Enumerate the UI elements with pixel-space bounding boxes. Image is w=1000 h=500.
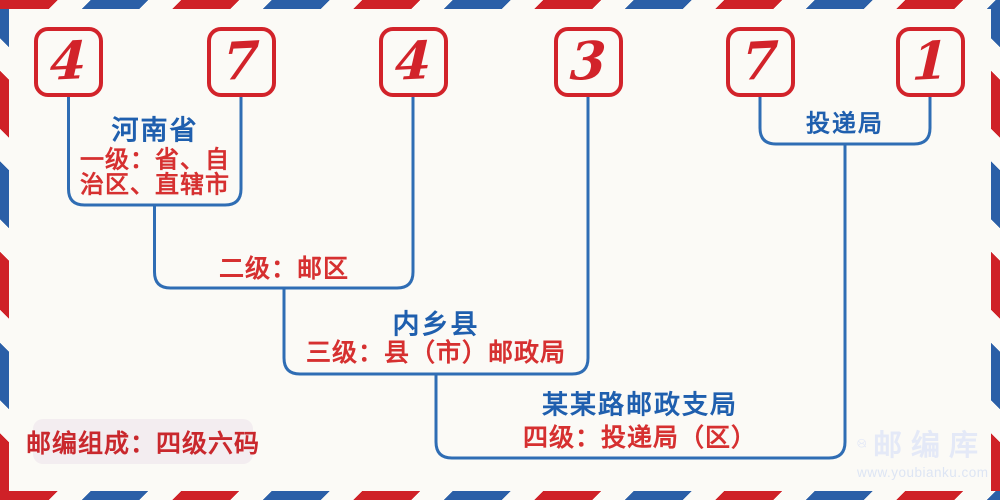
delivery-office-label: 投递局 bbox=[806, 110, 884, 138]
level1-place-name: 河南省 bbox=[111, 115, 199, 146]
level1-description-line2: 治区、直辖市 bbox=[80, 171, 230, 199]
digit-1: 4 bbox=[49, 30, 88, 93]
digit-4: 3 bbox=[569, 30, 608, 93]
digit-box-5: 7 bbox=[726, 27, 795, 97]
level3-place-name: 内乡县 bbox=[392, 309, 480, 340]
bracket-delivery bbox=[758, 95, 932, 146]
digit-box-3: 4 bbox=[379, 27, 448, 97]
digit-5: 7 bbox=[741, 30, 780, 93]
digit-box-1: 4 bbox=[34, 27, 103, 97]
level3-description: 三级：县（市）邮政局 bbox=[305, 339, 567, 367]
digit-box-6: 1 bbox=[896, 27, 965, 97]
digit-3: 4 bbox=[394, 30, 433, 93]
level4-description: 四级：投递局（区） bbox=[522, 424, 758, 452]
site-watermark: 邮编库 www.youbianku.com bbox=[857, 422, 989, 480]
composition-badge-label: 邮编组成：四级六码 bbox=[26, 429, 261, 458]
digit-box-2: 7 bbox=[207, 27, 276, 97]
envelope-in-circle-icon bbox=[857, 438, 867, 448]
airmail-border-right bbox=[991, 9, 1000, 491]
level4-place-name: 某某路邮政支局 bbox=[541, 389, 739, 420]
bracket-level4 bbox=[434, 142, 847, 460]
level1-description-line1: 一级：省、自 bbox=[80, 146, 230, 174]
watermark-url: www.youbianku.com bbox=[857, 465, 989, 480]
airmail-border-top bbox=[0, 0, 1000, 9]
watermark-brand-text: 邮编库 bbox=[872, 430, 987, 462]
digit-2: 7 bbox=[222, 30, 261, 93]
digit-box-4: 3 bbox=[554, 27, 623, 97]
airmail-border-left bbox=[0, 9, 9, 491]
airmail-border-bottom bbox=[0, 491, 1000, 500]
level2-description: 二级：邮区 bbox=[218, 255, 350, 283]
composition-badge: 邮编组成：四级六码 bbox=[26, 419, 259, 464]
digit-6: 1 bbox=[911, 30, 950, 93]
